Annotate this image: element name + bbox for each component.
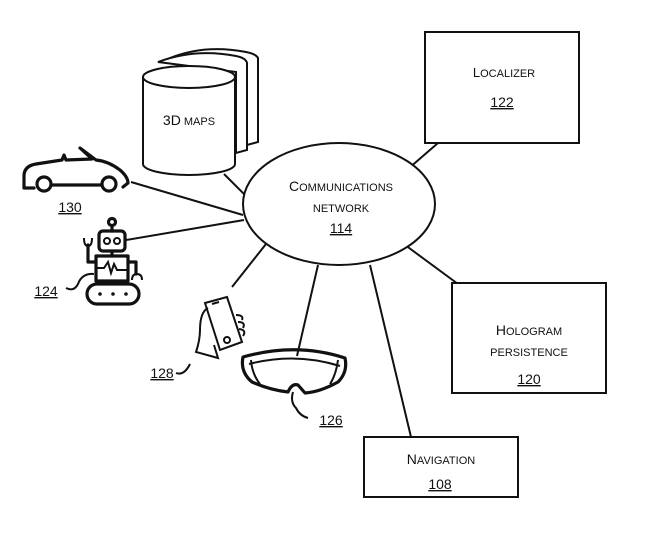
headset-ref-number: 126 [319,412,343,428]
maps-label: 3D MAPS [163,112,215,128]
connections [125,142,459,438]
localizer-node: LOCALIZER 122 [424,31,580,144]
hologram-box [451,282,607,394]
network-label-line2: NETWORK [313,203,370,215]
navigation-box [363,436,519,498]
navigation-node: NAVIGATION 108 [363,436,519,498]
hologram-ref-number: 120 [517,371,541,387]
hologram-label-line2: PERSISTENCE [490,347,568,359]
hand-holding-phone-icon: 128 [150,295,246,381]
robot-icon: 124 [34,216,143,306]
network-ref-number: 114 [330,220,353,236]
localizer-ref-number: 122 [490,94,514,110]
hologram-persistence-node: HOLOGRAM PERSISTENCE 120 [451,282,607,394]
mixed-reality-headset-icon: 126 [240,348,348,428]
localizer-box [424,31,580,144]
navigation-ref-number: 108 [428,476,452,492]
convertible-car-icon: 130 [22,146,130,215]
network-ellipse [242,142,436,266]
phone-ref-number: 128 [150,365,174,381]
localizer-label: LOCALIZER [473,65,535,80]
navigation-label: NAVIGATION [407,451,475,467]
connector-hub-robot [125,219,245,241]
connector-hub-hologram [400,241,459,285]
hologram-label-line1: HOLOGRAM [496,322,562,338]
connector-hub-car [130,181,244,216]
network-label-line1: COMMUNICATIONS [289,178,393,194]
database-cylinder-icon: 3D MAPS [142,48,259,176]
connector-hub-navigation [369,264,412,438]
connector-hub-headset [296,264,319,357]
car-ref-number: 130 [58,199,82,215]
robot-ref-number: 124 [34,283,58,299]
connector-hub-phone [231,243,267,288]
communications-network-node: COMMUNICATIONS NETWORK 114 [242,142,436,266]
